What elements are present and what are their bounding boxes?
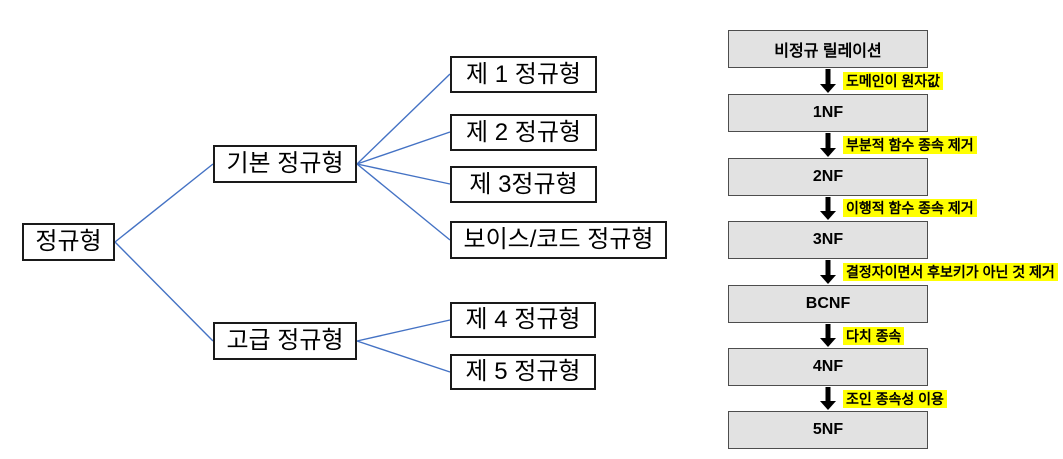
tree-node-4nf: 제 4 정규형 <box>450 302 596 338</box>
down-arrow-icon <box>820 260 836 284</box>
flow-transition-label: 부분적 함수 종속 제거 <box>843 136 977 154</box>
tree-node-root: 정규형 <box>22 223 115 261</box>
tree-node-2nf: 제 2 정규형 <box>450 114 597 151</box>
down-arrow-icon <box>820 133 836 157</box>
flow-transition-label: 결정자이면서 후보키가 아닌 것 제거 <box>843 263 1058 281</box>
flow-transition-label: 이행적 함수 종속 제거 <box>843 199 977 217</box>
flow-step-1nf: 1NF <box>728 94 928 132</box>
down-arrow-icon <box>820 197 836 220</box>
tree-node-1nf: 제 1 정규형 <box>450 56 597 93</box>
tree-node-basic-group: 기본 정규형 <box>213 145 357 183</box>
tree-node-3nf: 제 3정규형 <box>450 166 597 203</box>
flow-transition-label: 도메인이 원자값 <box>843 72 944 90</box>
tree-connector-lines <box>114 73 451 373</box>
flow-transition-label: 다치 종속 <box>843 327 905 345</box>
tree-node-5nf: 제 5 정규형 <box>450 354 596 390</box>
down-arrow-icon <box>820 69 836 93</box>
down-arrow-icon <box>820 324 836 347</box>
tree-node-bcnf: 보이스/코드 정규형 <box>450 221 667 259</box>
flow-step-2nf: 2NF <box>728 158 928 196</box>
flow-step-5nf: 5NF <box>728 411 928 449</box>
tree-node-advanced-group: 고급 정규형 <box>213 322 357 360</box>
flow-step-4nf: 4NF <box>728 348 928 386</box>
flow-step-bcnf: BCNF <box>728 285 928 323</box>
flow-step-3nf: 3NF <box>728 221 928 259</box>
down-arrow-icon <box>820 387 836 410</box>
flow-transition-label: 조인 종속성 이용 <box>843 390 947 408</box>
flow-step-unnormalized-relation: 비정규 릴레이션 <box>728 30 928 68</box>
